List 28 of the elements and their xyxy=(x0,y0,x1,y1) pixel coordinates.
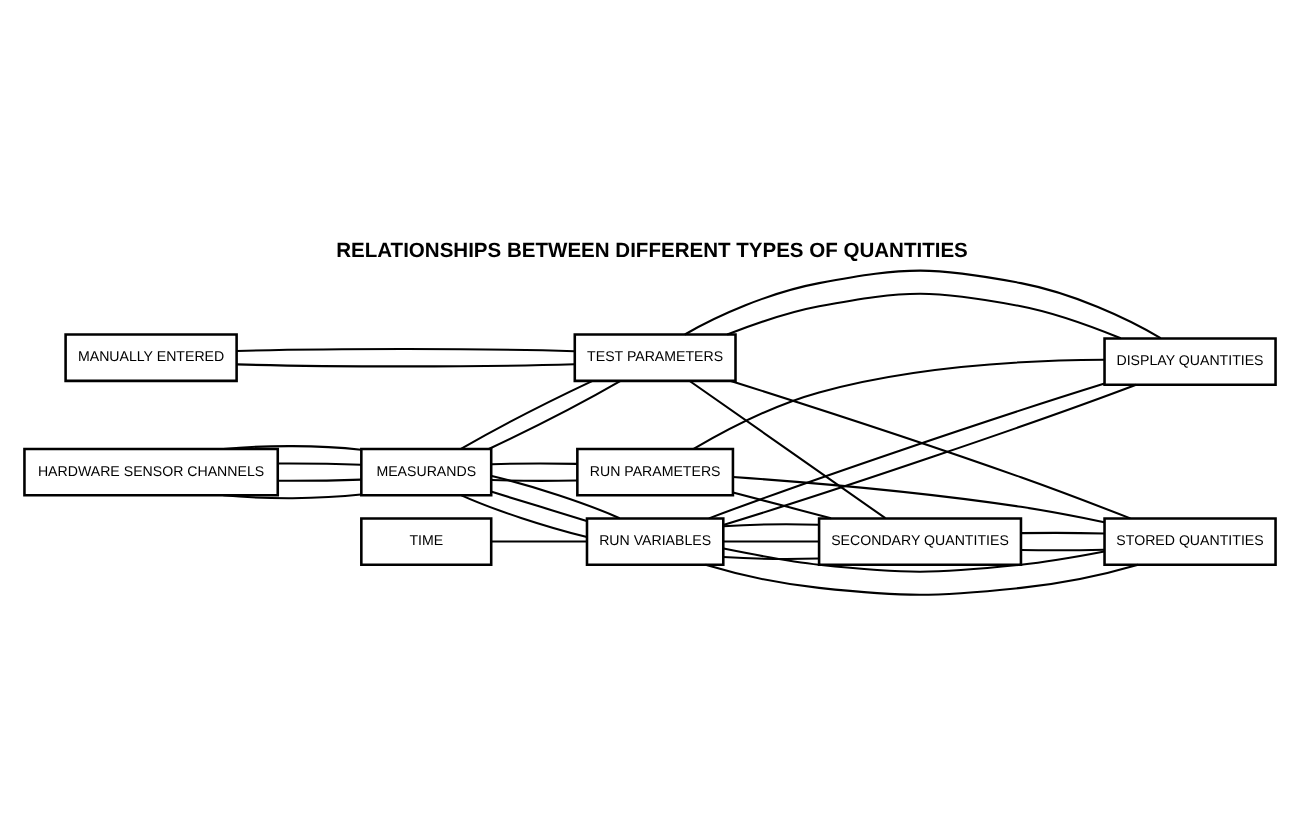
connector xyxy=(236,348,575,353)
connector xyxy=(723,547,1105,573)
connector xyxy=(1021,531,1105,535)
diagram-title: RELATIONSHIPS BETWEEN DIFFERENT TYPES OF QUANTITIES xyxy=(336,241,968,264)
connector xyxy=(726,292,1122,340)
connector xyxy=(1021,548,1105,552)
connector xyxy=(461,494,588,539)
connector xyxy=(705,563,1139,596)
connector xyxy=(488,380,622,450)
connector xyxy=(491,490,587,522)
connector xyxy=(491,475,620,520)
connector xyxy=(723,555,819,560)
connector xyxy=(723,523,819,528)
connector xyxy=(733,476,1105,524)
connector xyxy=(460,379,594,450)
connector xyxy=(684,269,1162,340)
connector xyxy=(693,358,1105,450)
connector xyxy=(277,462,362,466)
connector xyxy=(723,540,819,543)
connector xyxy=(491,462,578,466)
connector xyxy=(236,363,575,368)
connector xyxy=(277,478,362,482)
connector xyxy=(689,380,886,520)
connector xyxy=(223,493,362,500)
connector xyxy=(223,445,362,451)
connector xyxy=(491,540,587,543)
connector xyxy=(732,491,832,520)
connector xyxy=(491,479,578,482)
